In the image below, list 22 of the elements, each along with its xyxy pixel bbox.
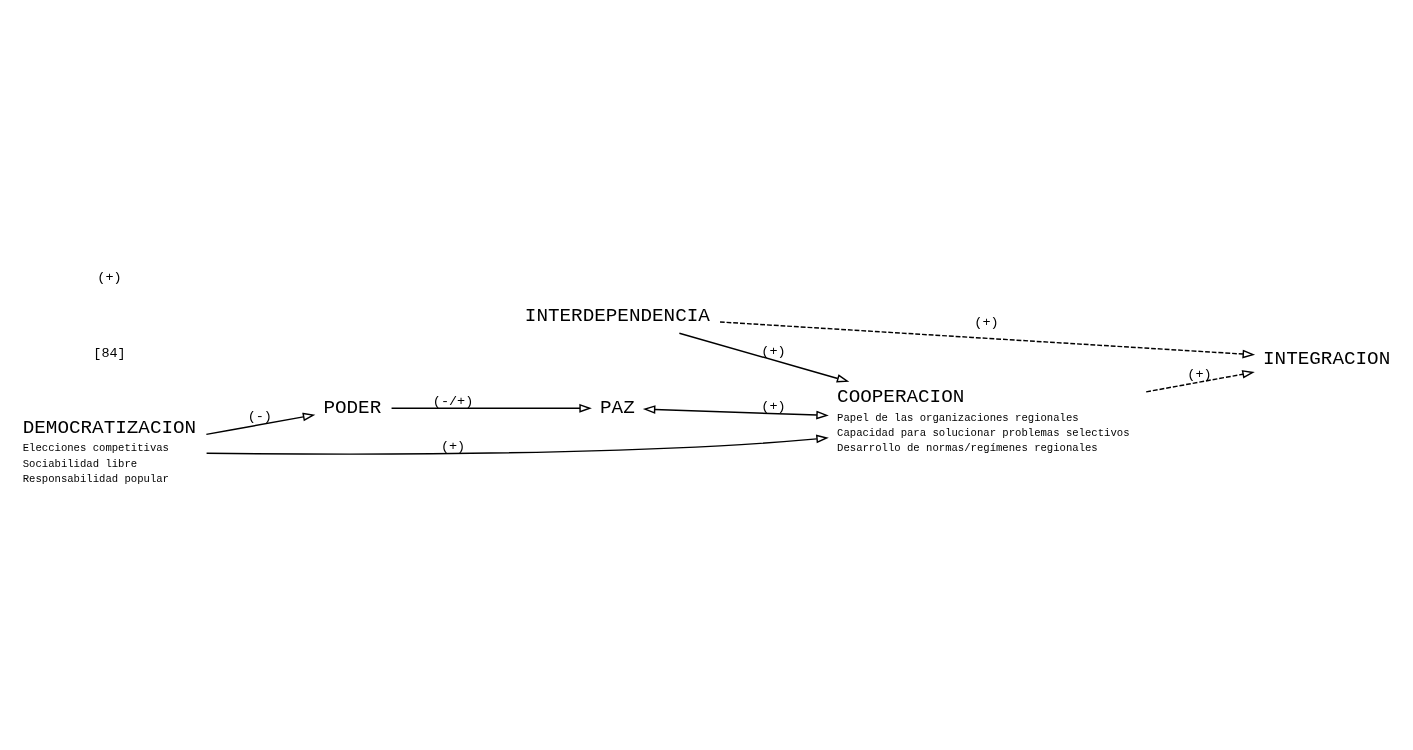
label: (+)	[97, 269, 122, 285]
arrow	[390, 403, 592, 413]
arrow	[642, 404, 829, 419]
edge-label: (-/+)	[432, 393, 474, 409]
node-text: PODER	[323, 396, 382, 419]
label: [84]	[93, 345, 126, 361]
edge-label: (+)	[761, 343, 786, 359]
arrow	[1145, 369, 1255, 393]
arrow	[205, 412, 316, 435]
edge-label: (+)	[974, 314, 999, 330]
edge-label: (+)	[761, 398, 786, 414]
arrow	[719, 320, 1256, 358]
node-text: DEMOCRATIZACION Elecciones competitivas Sociabilidad libre Responsabilidad popular	[22, 416, 197, 485]
node-text: INTEGRACION	[1263, 347, 1391, 370]
arrow	[678, 332, 850, 383]
arrow	[205, 434, 829, 455]
edge-label: (-)	[247, 408, 272, 424]
node-text: INTERDEPENDENCIA	[524, 304, 710, 327]
edge-label: (+)	[1187, 366, 1212, 382]
edge-label: (+)	[440, 438, 466, 454]
node-text: COOPERACION Papel de las organizaciones regionales Capacidad para solucionar problemas selectivos Desarrollo de normas/regímenes regionales	[837, 385, 1130, 454]
node-text: PAZ	[600, 396, 635, 419]
